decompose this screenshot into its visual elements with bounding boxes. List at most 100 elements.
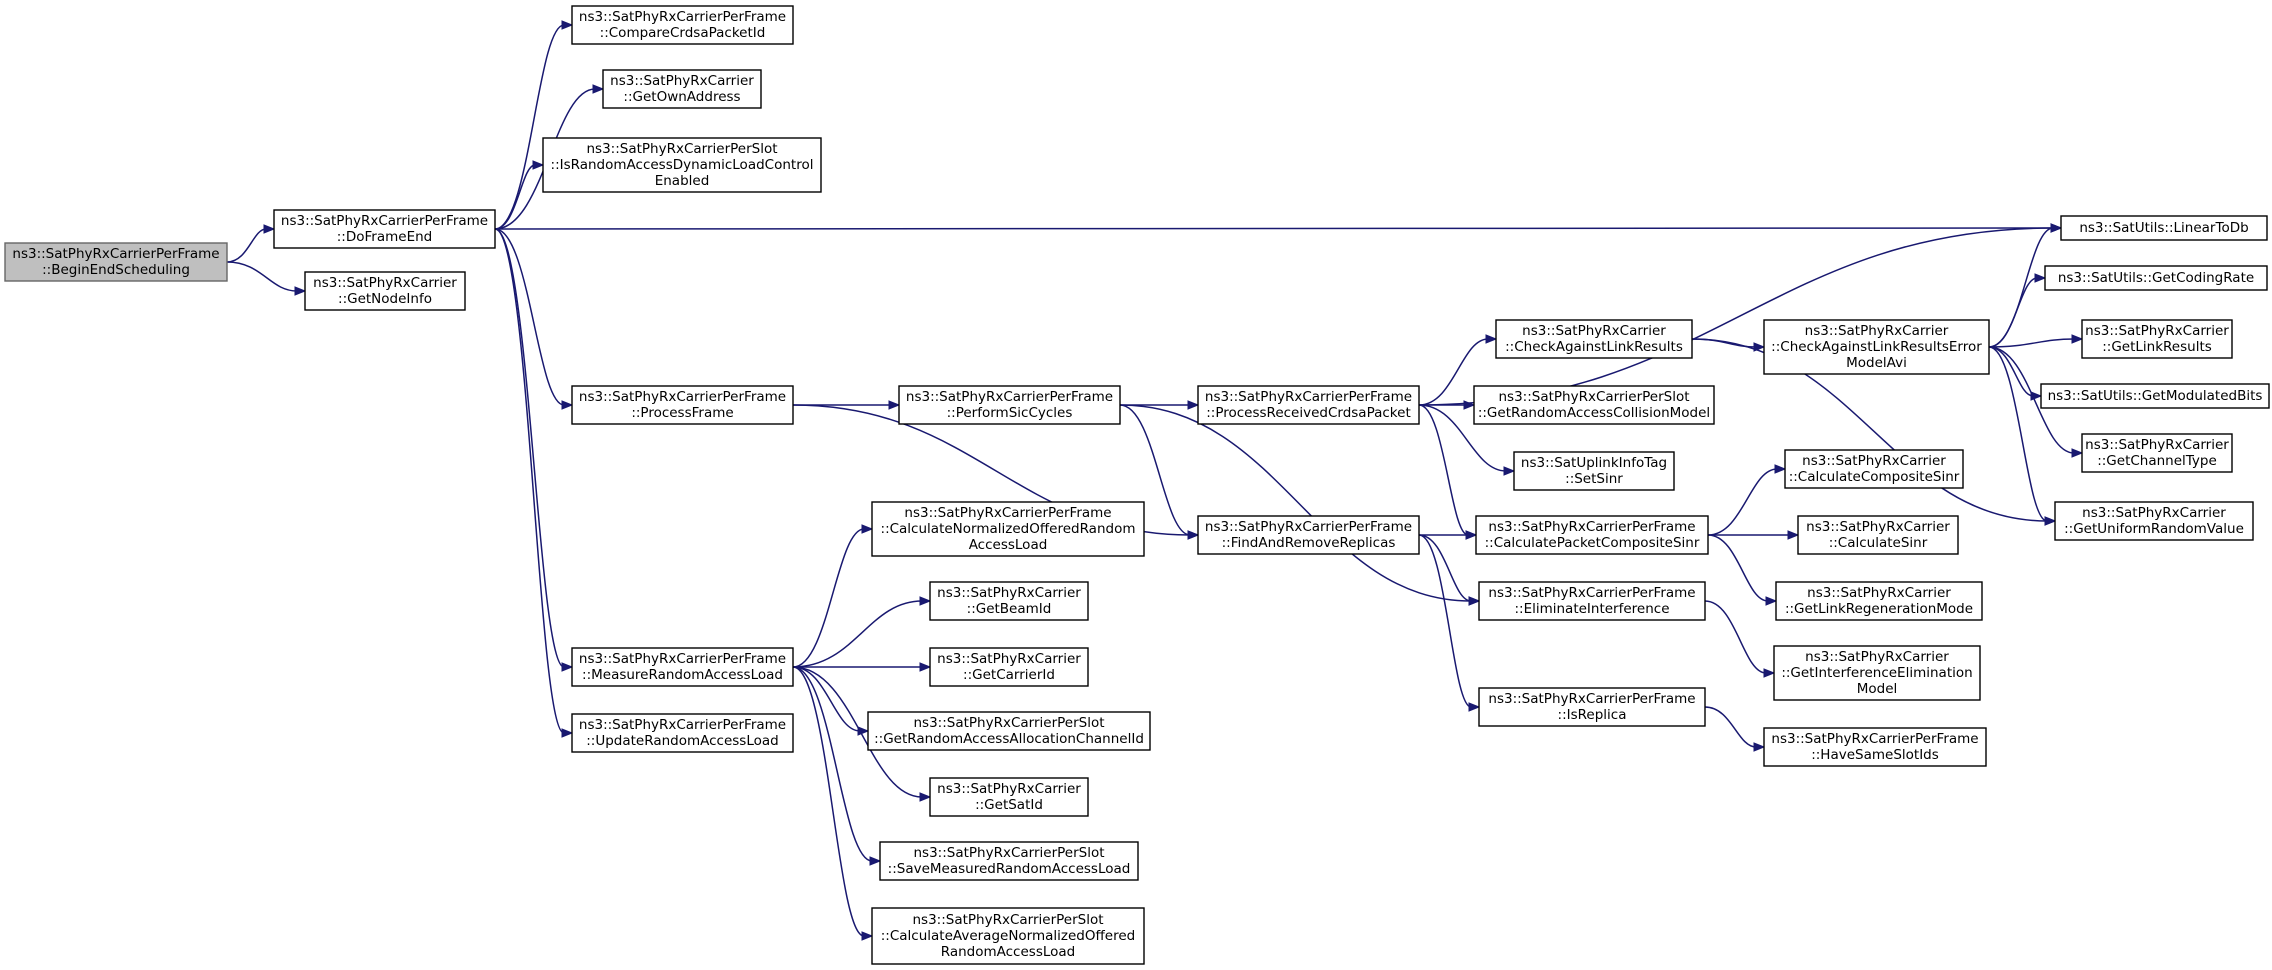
node-calc-normalized-offered[interactable]: ns3::SatPhyRxCarrierPerFrame::CalculateN…: [871, 501, 1145, 557]
edge-line: [792, 528, 865, 668]
node-update-ra[interactable]: ns3::SatPhyRxCarrierPerFrame::UpdateRand…: [571, 713, 794, 753]
edge-line: [1988, 346, 2075, 454]
edge-check-link-avi-to-get-uniform-random: [1988, 346, 2057, 526]
edge-arrowhead: [1774, 464, 1787, 474]
node-eliminate-interference[interactable]: ns3::SatPhyRxCarrierPerFrame::EliminateI…: [1478, 581, 1706, 621]
node-calc-composite-sinr[interactable]: ns3::SatPhyRxCarrier::CalculateComposite…: [1784, 449, 1964, 489]
node-get-racollision[interactable]: ns3::SatPhyRxCarrierPerSlot::GetRandomAc…: [1473, 385, 1715, 425]
node-set-sinr[interactable]: ns3::SatUplinkInfoTag::SetSinr: [1513, 451, 1675, 491]
node-label-line: ::GetRandomAccessCollisionModel: [1478, 405, 1710, 421]
edge-arrowhead: [263, 224, 276, 234]
node-box: [1495, 319, 1693, 359]
node-have-same-slot-ids[interactable]: ns3::SatPhyRxCarrierPerFrame::HaveSameSl…: [1763, 727, 1987, 767]
edge-check-link-avi-to-get-link-results: [1988, 334, 2084, 348]
edge-arrowhead: [561, 20, 574, 30]
node-get-modulated-bits[interactable]: ns3::SatUtils::GetModulatedBits: [2040, 383, 2270, 409]
edge-begin-end-to-do-frame-end: [226, 224, 276, 263]
edge-arrowhead: [888, 400, 901, 410]
node-calc-sinr[interactable]: ns3::SatPhyRxCarrier::CalculateSinr: [1797, 515, 1959, 555]
edge-measure-ra-to-save-measured: [792, 666, 882, 866]
edge-arrowhead: [1765, 596, 1778, 606]
node-label-line: Model: [1857, 681, 1898, 697]
node-calc-average[interactable]: ns3::SatPhyRxCarrierPerSlot::CalculateAv…: [871, 907, 1145, 965]
node-save-measured[interactable]: ns3::SatPhyRxCarrierPerSlot::SaveMeasure…: [879, 841, 1139, 881]
edge-find-and-remove-to-calc-packet-composite: [1419, 530, 1478, 540]
node-linear-to-db[interactable]: ns3::SatUtils::LinearToDb: [2060, 215, 2268, 241]
node-process-received[interactable]: ns3::SatPhyRxCarrierPerFrame::ProcessRec…: [1197, 385, 1420, 425]
node-get-link-results[interactable]: ns3::SatPhyRxCarrier::GetLinkResults: [2081, 319, 2233, 359]
node-label-line: ::DoFrameEnd: [337, 229, 432, 245]
edge-arrowhead: [561, 728, 574, 738]
node-check-link-avi[interactable]: ns3::SatPhyRxCarrier::CheckAgainstLinkRe…: [1763, 319, 1990, 375]
edge-line: [792, 666, 865, 937]
node-label-line: ns3::SatPhyRxCarrier: [313, 275, 457, 291]
edge-process-received-to-linear-to-db: [1418, 223, 2063, 406]
node-get-carrier-id[interactable]: ns3::SatPhyRxCarrier::GetCarrierId: [929, 647, 1089, 687]
node-get-uniform-random[interactable]: ns3::SatPhyRxCarrier::GetUniformRandomVa…: [2054, 501, 2254, 541]
node-label-line: ns3::SatPhyRxCarrier: [2082, 505, 2226, 521]
node-label-line: ns3::SatPhyRxCarrier: [937, 781, 1081, 797]
edge-line: [1691, 338, 2048, 522]
edges-layer: [226, 20, 2084, 941]
edge-line: [1418, 404, 1469, 536]
node-get-own-address[interactable]: ns3::SatPhyRxCarrier::GetOwnAddress: [602, 69, 762, 109]
node-label-line: ::GetInterferenceElimination: [1781, 665, 1972, 681]
edge-line: [792, 666, 873, 862]
edge-measure-ra-to-get-carrier-id: [792, 662, 932, 672]
edge-arrowhead: [2044, 516, 2057, 526]
node-get-node-info[interactable]: ns3::SatPhyRxCarrier::GetNodeInfo: [304, 271, 466, 311]
node-label-line: ::GetCarrierId: [963, 667, 1055, 683]
node-box: [2081, 319, 2233, 359]
node-get-coding-rate[interactable]: ns3::SatUtils::GetCodingRate: [2044, 265, 2268, 291]
node-measure-ra[interactable]: ns3::SatPhyRxCarrierPerFrame::MeasureRan…: [571, 647, 794, 687]
node-box: [1478, 581, 1706, 621]
node-label-line: ::SaveMeasuredRandomAccessLoad: [888, 861, 1131, 877]
nodes-layer: ns3::SatPhyRxCarrierPerFrame::BeginEndSc…: [4, 5, 2270, 965]
node-calc-packet-composite[interactable]: ns3::SatPhyRxCarrierPerFrame::CalculateP…: [1475, 515, 1709, 555]
edge-line: [1119, 404, 1472, 602]
node-get-sat-id[interactable]: ns3::SatPhyRxCarrier::GetSatId: [929, 777, 1089, 817]
node-find-and-remove[interactable]: ns3::SatPhyRxCarrierPerFrame::FindAndRem…: [1197, 515, 1420, 555]
node-label-line: ns3::SatPhyRxCarrierPerSlot: [586, 141, 777, 157]
edge-arrowhead: [1463, 400, 1476, 410]
node-label-line: ns3::SatPhyRxCarrierPerFrame: [1488, 519, 1695, 535]
node-label-line: ns3::SatPhyRxCarrierPerFrame: [1205, 389, 1412, 405]
node-get-beam-id[interactable]: ns3::SatPhyRxCarrier::GetBeamId: [929, 581, 1089, 621]
node-is-random-access[interactable]: ns3::SatPhyRxCarrierPerSlot::IsRandomAcc…: [542, 137, 822, 193]
node-check-link-results[interactable]: ns3::SatPhyRxCarrier::CheckAgainstLinkRe…: [1495, 319, 1693, 359]
edge-process-received-to-get-racollision: [1419, 400, 1476, 410]
edge-measure-ra-to-calc-average: [792, 666, 874, 941]
node-label-line: ns3::SatPhyRxCarrier: [1522, 323, 1666, 339]
edge-line: [494, 228, 565, 668]
node-perform-sic[interactable]: ns3::SatPhyRxCarrierPerFrame::PerformSic…: [898, 385, 1121, 425]
edge-line: [1418, 534, 1472, 602]
node-process-frame[interactable]: ns3::SatPhyRxCarrierPerFrame::ProcessFra…: [571, 385, 794, 425]
node-label-line: ::CalculateSinr: [1829, 535, 1928, 551]
edge-line: [1704, 706, 1757, 748]
node-is-replica[interactable]: ns3::SatPhyRxCarrierPerFrame::IsReplica: [1478, 687, 1706, 727]
node-box: [1197, 515, 1420, 555]
edge-line: [1119, 404, 1191, 536]
edge-line: [494, 164, 536, 230]
edge-line: [1988, 277, 2038, 348]
node-get-channel-type[interactable]: ns3::SatPhyRxCarrier::GetChannelType: [2081, 433, 2233, 473]
edge-arrowhead: [1187, 530, 1200, 540]
node-get-raalloc-channel[interactable]: ns3::SatPhyRxCarrierPerSlot::GetRandomAc…: [867, 711, 1151, 751]
node-get-interf-elim[interactable]: ns3::SatPhyRxCarrier::GetInterferenceEli…: [1773, 645, 1981, 701]
node-box: [929, 581, 1089, 621]
node-label-line: ns3::SatUtils::GetModulatedBits: [2048, 388, 2263, 404]
node-get-link-regen[interactable]: ns3::SatPhyRxCarrier::GetLinkRegeneratio…: [1775, 581, 1983, 621]
node-label-line: ::PerformSicCycles: [947, 405, 1073, 421]
node-begin-end[interactable]: ns3::SatPhyRxCarrierPerFrame::BeginEndSc…: [4, 242, 228, 282]
edge-arrowhead: [1485, 334, 1498, 344]
node-label-line: ns3::SatPhyRxCarrier: [937, 651, 1081, 667]
node-label-line: ::BeginEndScheduling: [42, 262, 190, 278]
node-label-line: ns3::SatPhyRxCarrierPerFrame: [1488, 691, 1695, 707]
node-label-line: ::CalculateNormalizedOfferedRandom: [881, 521, 1136, 537]
node-label-line: ::GetNodeInfo: [338, 291, 432, 307]
node-compare-crdsa[interactable]: ns3::SatPhyRxCarrierPerFrame::CompareCrd…: [571, 5, 794, 45]
node-label-line: ns3::SatPhyRxCarrierPerFrame: [1488, 585, 1695, 601]
node-label-line: ::CompareCrdsaPacketId: [600, 25, 766, 41]
node-box: [571, 5, 794, 45]
node-do-frame-end[interactable]: ns3::SatPhyRxCarrierPerFrame::DoFrameEnd: [273, 209, 496, 249]
